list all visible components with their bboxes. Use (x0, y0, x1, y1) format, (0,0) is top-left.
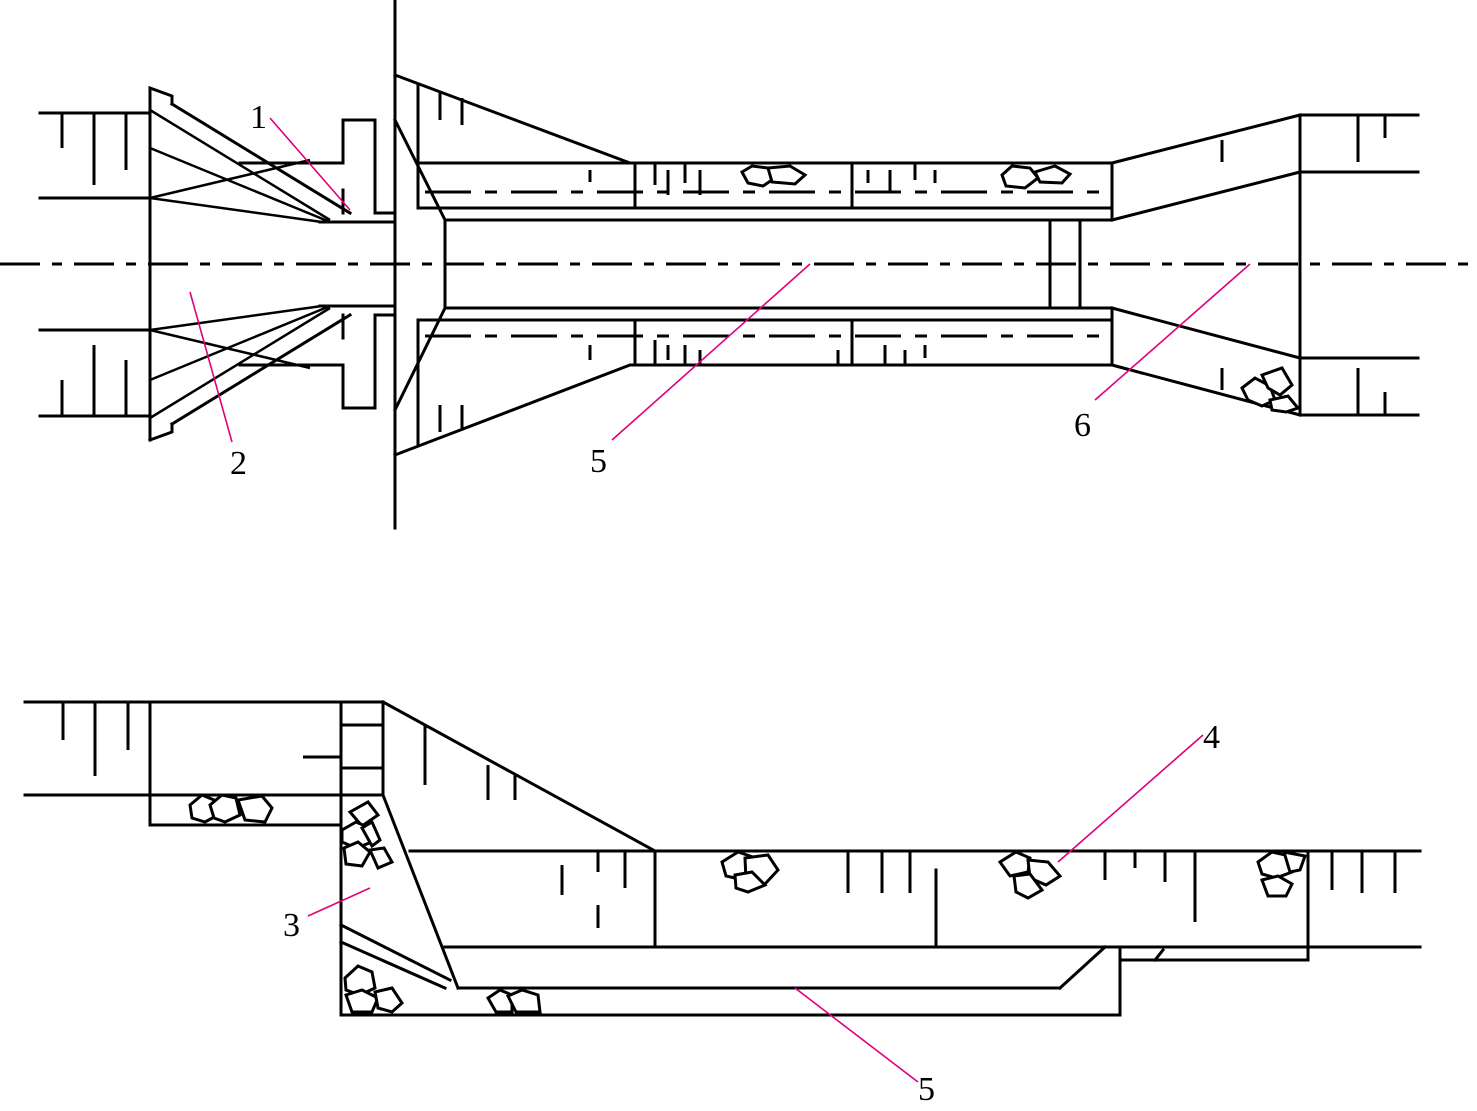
conduit (339, 944, 1310, 1017)
leader-5-top (611, 263, 811, 441)
label-2: 2 (230, 445, 247, 482)
upper-wing-wall (393, 73, 1114, 210)
label-3: 3 (283, 907, 300, 944)
section-view: 3 4 5 (23, 699, 1422, 1108)
leader-6 (1094, 263, 1251, 401)
embankment (380, 699, 1422, 962)
plan-view: 1 2 5 6 (0, 0, 1477, 530)
leader-1 (269, 117, 351, 211)
left-ground-hatch (38, 111, 152, 418)
outlet-gate (1048, 161, 1114, 367)
leader-3 (307, 887, 371, 917)
leader-5-bottom (794, 987, 919, 1083)
outlet-transition (1110, 113, 1302, 417)
right-ground-hatch (1298, 113, 1420, 417)
leader-4 (1057, 734, 1204, 863)
throat-transition (392, 117, 1114, 413)
label-6: 6 (1074, 407, 1091, 444)
lower-wing-wall (393, 318, 1114, 457)
upstream-ground (23, 700, 385, 827)
label-4: 4 (1203, 719, 1220, 756)
label-1: 1 (250, 99, 267, 136)
label-5-bottom: 5 (918, 1071, 935, 1108)
drop-shaft (338, 700, 460, 1017)
inlet-funnel (148, 85, 397, 442)
leader-2 (189, 291, 233, 443)
label-5-top: 5 (590, 443, 607, 480)
